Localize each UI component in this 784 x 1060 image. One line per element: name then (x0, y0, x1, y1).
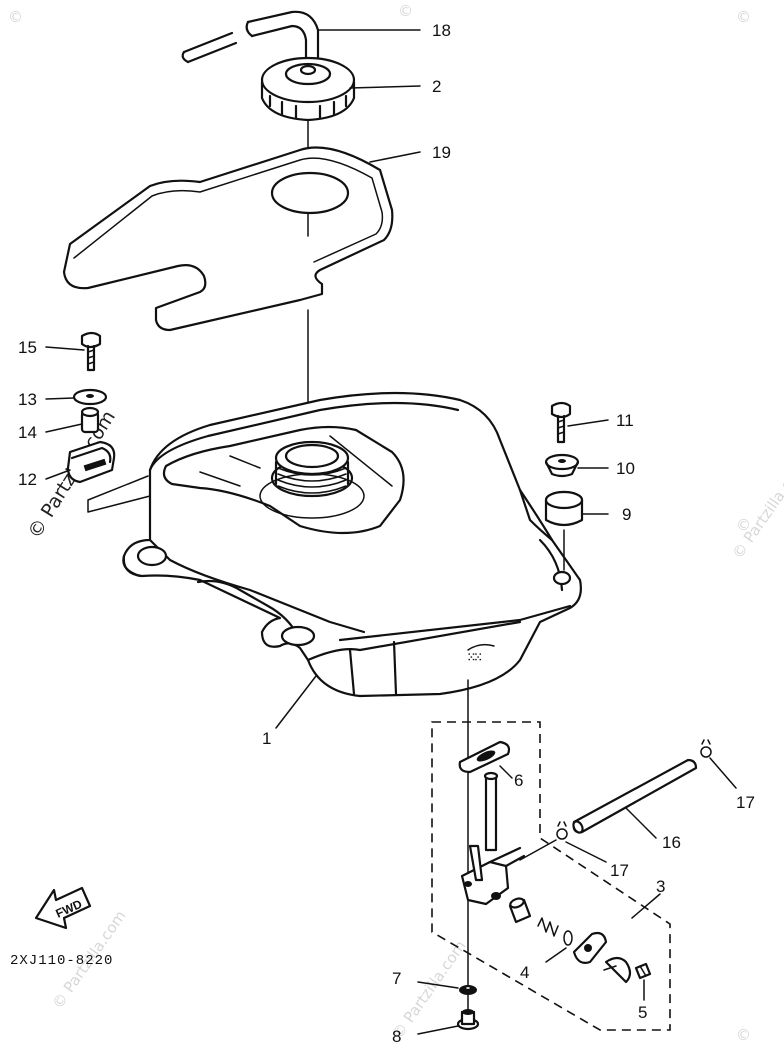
petcock-body (460, 771, 526, 906)
fuel-tank-part-1: ⵘⵘ (122, 391, 582, 698)
hose-clip-part-17-upper (700, 739, 712, 758)
watermark-top-mid: © (398, 2, 413, 20)
callout-1: 1 (262, 729, 271, 748)
lever-plate (572, 931, 608, 964)
callout-3: 3 (656, 877, 665, 896)
leader-1 (275, 675, 317, 729)
watermark-top-right: © (736, 8, 751, 26)
washer-part-7 (459, 984, 477, 995)
hose-clip-part-17-lower (556, 821, 568, 840)
leader-3 (631, 893, 661, 919)
washer-hole (86, 394, 94, 398)
leader-4 (545, 947, 567, 963)
lever-handle (603, 956, 632, 984)
screw-part-5 (634, 962, 652, 980)
callout-4: 4 (520, 963, 529, 982)
watermark-diag-4: © Partzilla.com (729, 457, 784, 562)
leader-17-lower (565, 841, 607, 863)
petcock-assembly-boundary-part-3 (431, 721, 671, 1031)
leader-8 (417, 1025, 459, 1035)
leader-17-upper (709, 757, 737, 789)
vent-hose-part-18 (181, 10, 320, 64)
callout-17-lower: 17 (610, 861, 629, 880)
fuel-hose-part-16 (572, 758, 698, 834)
callout-10: 10 (616, 459, 635, 478)
leader-15 (45, 346, 85, 351)
callout-13: 13 (18, 390, 37, 409)
bolt-part-15 (80, 331, 102, 372)
leader-14 (45, 423, 83, 433)
callout-7: 7 (392, 969, 401, 988)
drain-plug-part-8 (456, 1009, 480, 1031)
callout-11: 11 (616, 411, 634, 430)
callout-6: 6 (514, 771, 523, 790)
gasket-part-6 (458, 740, 511, 774)
callout-12: 12 (18, 470, 37, 489)
callout-2: 2 (432, 77, 441, 96)
callout-8: 8 (392, 1027, 401, 1046)
collar-part-10 (544, 453, 580, 478)
damper-part-12 (66, 440, 116, 484)
callout-17-upper: 17 (736, 793, 755, 812)
cover-plate-part-19 (62, 146, 394, 421)
damper-part-9 (544, 490, 584, 527)
strainer-cup (508, 897, 532, 924)
leader-19 (369, 151, 421, 163)
leader-7 (417, 981, 459, 989)
leader-17-lower-b (519, 839, 557, 861)
leader-11 (567, 419, 609, 427)
bolt-part-11 (550, 401, 572, 444)
diagram-code: 2XJ110-8220 (10, 953, 113, 969)
watermark-bottom-right: © (736, 1026, 751, 1044)
callout-19: 19 (432, 143, 451, 162)
callout-9: 9 (622, 505, 631, 524)
leader-13 (45, 397, 75, 400)
callout-18: 18 (432, 21, 451, 40)
leader-16 (625, 807, 657, 839)
watermark-top-left: © (8, 8, 23, 26)
watermark-mid-right: © (736, 516, 751, 534)
svg-text:ⵘⵘ: ⵘⵘ (468, 652, 482, 662)
callout-14: 14 (18, 423, 37, 442)
mount-guide-left (87, 475, 151, 513)
leader-12 (45, 469, 71, 480)
spring (537, 917, 559, 937)
leader-6 (499, 765, 513, 779)
leader-2 (349, 85, 421, 89)
callout-5: 5 (638, 1003, 647, 1022)
callout-16: 16 (662, 833, 681, 852)
collar-part-14 (80, 406, 100, 434)
callout-15: 15 (18, 338, 37, 357)
fwd-arrow-icon: FWD (34, 886, 92, 930)
o-ring-part-4 (563, 930, 573, 946)
